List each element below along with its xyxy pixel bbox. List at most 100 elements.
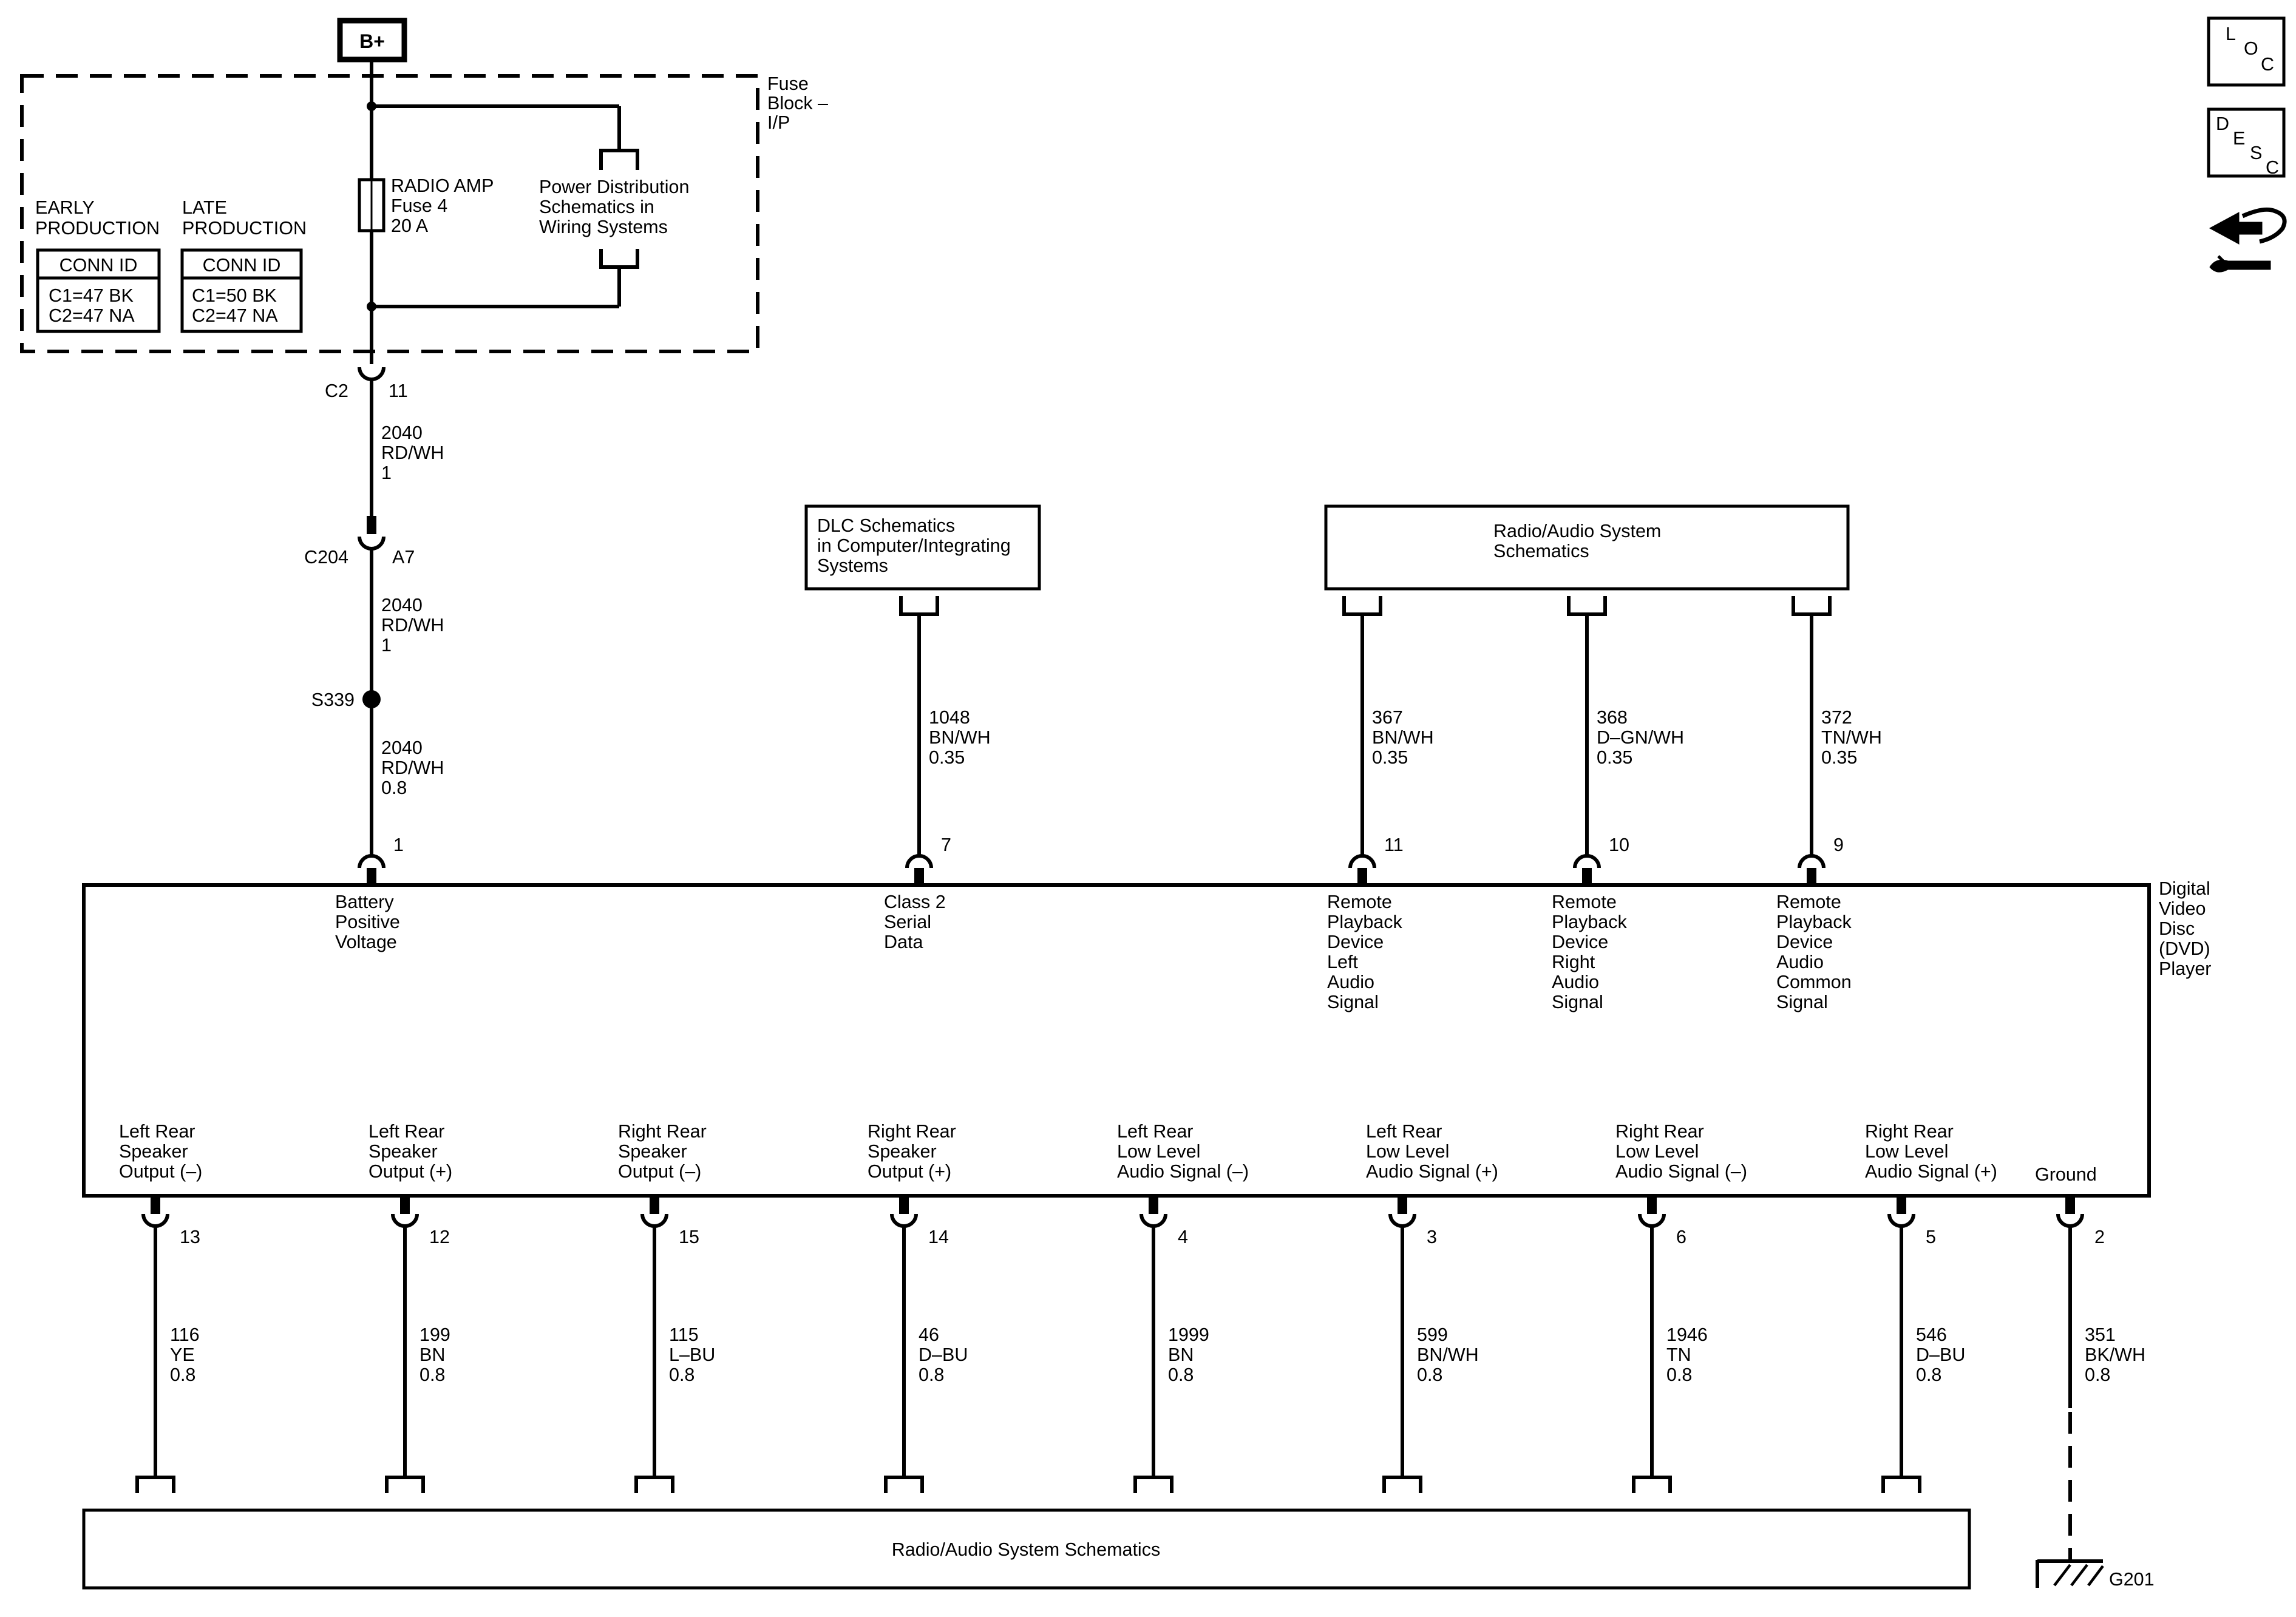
connector-c204-arc: [358, 536, 385, 551]
bottom-pin-connector: [141, 1213, 169, 1228]
svg-text:S: S: [2250, 143, 2262, 163]
early-production-title: EARLY PRODUCTION: [35, 197, 160, 239]
bottom-pin-connector: [890, 1213, 918, 1228]
bottom-pin-label: Ground: [2035, 1164, 2097, 1185]
ground-label: G201: [2109, 1569, 2155, 1590]
connector-c2-arc: [358, 367, 385, 381]
fuse-block-label: Fuse Block – I/P: [767, 73, 834, 133]
top-pin-number: 9: [1833, 835, 1844, 855]
power-dist-bracket-bottom: [599, 249, 639, 269]
tools-icon[interactable]: [2209, 207, 2287, 273]
radio-audio-top-text: Radio/Audio System Schematics: [1493, 521, 1666, 561]
power-dist-ref-text: Power Distribution Schematics in Wiring …: [539, 177, 695, 237]
svg-text:L: L: [2226, 24, 2236, 44]
top-pin-connector: [1348, 854, 1376, 869]
radio-audio-bottom-box[interactable]: [82, 1508, 1971, 1590]
bottom-pin-wire-bracket: [1632, 1476, 1672, 1493]
top-pin-number: 1: [393, 835, 404, 855]
svg-text:E: E: [2233, 128, 2245, 149]
bottom-pin-wire-bracket: [1133, 1476, 1173, 1493]
top-pin-connector: [905, 854, 933, 869]
bottom-pin-terminal: [151, 1196, 160, 1214]
ground-hatch-1: [2053, 1564, 2071, 1587]
late-production-title: LATE PRODUCTION: [182, 197, 307, 239]
bottom-pin-wire-bracket: [385, 1476, 425, 1493]
fuse-block-boundary: [20, 74, 759, 353]
dlc-schematics-text: DLC Schematics in Computer/Integrating S…: [817, 515, 1016, 576]
top-pin-connector: [1798, 854, 1826, 869]
early-production-rows: C1=47 BK C2=47 NA: [49, 285, 138, 326]
connector-c204-pin: A7: [392, 547, 415, 568]
bottom-pin-number: 5: [1926, 1227, 1936, 1247]
bottom-pin-terminal: [2065, 1196, 2075, 1214]
feed-wire-seg1-label: 2040 RD/WH 1: [381, 422, 449, 483]
bottom-pin-number: 12: [429, 1227, 450, 1247]
bottom-pin-connector: [1638, 1213, 1666, 1228]
bottom-pin-connector: [640, 1213, 668, 1228]
desc-icon[interactable]: D E S C: [2207, 107, 2286, 178]
bottom-pin-wire-bracket: [1382, 1476, 1422, 1493]
bottom-pin-wire-bracket: [884, 1476, 924, 1493]
bottom-pin-terminal: [1647, 1196, 1657, 1214]
bottom-pin-number: 3: [1427, 1227, 1437, 1247]
bottom-pin-connector: [1887, 1213, 1915, 1228]
loc-icon[interactable]: L O C: [2207, 16, 2286, 87]
bottom-pin-connector: [391, 1213, 419, 1228]
top-pin-terminal: [914, 868, 924, 885]
top-pin-terminal: [1807, 868, 1816, 885]
bottom-pin-connector: [2056, 1213, 2084, 1228]
bottom-pin-terminal: [899, 1196, 909, 1214]
bottom-pin-number: 6: [1676, 1227, 1686, 1247]
bottom-pin-wire-bracket: [1881, 1476, 1921, 1493]
top-pin-connector: [358, 854, 385, 869]
bottom-pin-terminal: [650, 1196, 659, 1214]
bottom-pin-terminal: [1897, 1196, 1906, 1214]
svg-text:D: D: [2216, 114, 2229, 134]
radio-audio-top-box[interactable]: [1324, 504, 1850, 591]
b-plus-label: B+: [359, 30, 385, 52]
feed-wire-seg2-label: 2040 RD/WH 1: [381, 595, 449, 656]
dlc-schematics-box[interactable]: [804, 504, 1041, 591]
fuse-label: RADIO AMP Fuse 4 20 A: [391, 175, 498, 236]
top-pin-number: 11: [1384, 835, 1404, 855]
bottom-pin-connector: [1388, 1213, 1416, 1228]
bottom-pin-terminal: [1149, 1196, 1158, 1214]
radio-audio-bottom-text: Radio/Audio System Schematics: [892, 1539, 1160, 1560]
dvd-player-name: Digital Video Disc (DVD) Player: [2159, 878, 2215, 979]
bottom-pin-number: 13: [180, 1227, 200, 1247]
late-production-rows: C1=50 BK C2=47 NA: [192, 285, 282, 326]
top-pin-terminal: [1357, 868, 1367, 885]
top-pin-wire-bracket: [1567, 596, 1607, 616]
late-production-table: [180, 248, 303, 333]
bottom-pin-wire-bracket: [634, 1476, 674, 1493]
connector-c204-name: C204: [304, 547, 348, 568]
top-pin-number: 10: [1609, 835, 1629, 855]
ground-hatch-2: [2070, 1564, 2088, 1587]
bottom-pin-wire-bracket: [135, 1476, 175, 1493]
early-production-table: [36, 248, 161, 333]
top-pin-wire-bracket: [899, 596, 939, 616]
bottom-pin-terminal: [400, 1196, 410, 1214]
